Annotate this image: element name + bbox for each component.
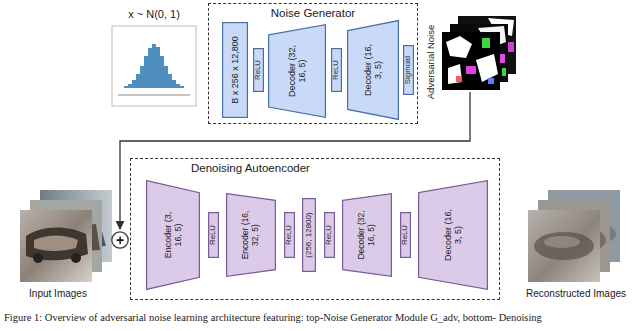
box-outline — [284, 212, 294, 257]
layer-label: ReLU — [400, 224, 409, 244]
trapezoid-outline — [342, 193, 391, 276]
layer-box: Sigmoid — [403, 45, 414, 95]
histogram-bars — [124, 44, 184, 88]
trapezoid-outline — [268, 24, 325, 117]
layer-label: Decoder (16, 3, 5) — [442, 207, 463, 263]
layer-label: ReLU — [331, 59, 340, 79]
box-outline — [400, 212, 410, 257]
layer-trapezoid: Decoder (32, 16, 5) — [342, 193, 392, 277]
operator-symbol: + — [116, 232, 124, 248]
noise-images — [442, 16, 516, 90]
layer-box: ReLU — [324, 212, 335, 258]
circle-outline — [112, 232, 128, 248]
layer-label: ReLU — [284, 224, 293, 244]
input-images — [20, 190, 112, 282]
histogram-frame — [112, 26, 196, 106]
sum-circle: + — [111, 231, 129, 249]
box-outline — [331, 48, 341, 91]
box-outline — [208, 212, 218, 257]
layer-label: ReLU — [208, 224, 217, 244]
box-outline — [302, 198, 315, 271]
layer-label: B x 256 x 12,800 — [229, 36, 239, 104]
layer-box: ReLU — [400, 212, 411, 258]
layer-label: Decoder (32, 16, 5) — [357, 209, 377, 261]
box-outline — [403, 45, 413, 94]
module-box: Denoising AutoencoderEncoder (3, 16, 5) R… — [130, 158, 500, 300]
layer-trapezoid: Decoder (16, 3, 5) — [347, 20, 399, 120]
layer-label: Encoder (16, 32, 5) — [241, 209, 261, 261]
box-outline — [222, 22, 247, 117]
layer-label: Encoder (3, 16, 5) — [162, 207, 183, 263]
module-box: Noise Generator B x 256 x 12,800 ReLU Decod… — [208, 3, 418, 124]
layer-box: (256, 12800) — [302, 198, 316, 272]
box-outline — [253, 48, 263, 91]
layer-label: Sigmoid — [403, 55, 412, 83]
histogram — [112, 26, 196, 106]
layer-box: ReLU — [331, 48, 342, 92]
module-title: Noise Generator — [209, 4, 417, 20]
layer-box: ReLU — [284, 212, 295, 258]
figure-caption: Figure 1: Overview of adversarial noise … — [4, 312, 542, 323]
layer-label: ReLU — [253, 59, 262, 79]
layer-trapezoid: Encoder (3, 16, 5) — [146, 180, 200, 290]
image-label: Reconstructed Images — [526, 288, 626, 299]
image-label: Input Images — [29, 288, 87, 299]
vertical-label: Adversarial Noise — [425, 25, 436, 99]
layer-label: Decoder (32, 16, 5) — [286, 43, 307, 99]
trapezoid-outline — [146, 180, 199, 289]
box-outline — [324, 212, 334, 257]
module-title: Denoising Autoencoder — [131, 159, 499, 175]
layer-label: ReLU — [324, 224, 333, 244]
layer-label: Decoder (16, 3, 5) — [362, 42, 383, 98]
reconstructed-images — [528, 190, 620, 282]
histogram-axis — [118, 95, 190, 96]
layer-box: ReLU — [253, 48, 264, 92]
layer-box: B x 256 x 12,800 — [222, 22, 248, 118]
layer-label: (256, 12800) — [304, 212, 313, 257]
image-label: x ~ N(0, 1) — [128, 8, 180, 20]
layer-trapezoid: Decoder (32, 16, 5) — [268, 24, 326, 118]
layer-trapezoid: Encoder (16, 32, 5) — [226, 193, 276, 277]
layer-trapezoid: Decoder (16, 3, 5) — [418, 180, 488, 290]
trapezoid-outline — [226, 193, 275, 276]
trapezoid-outline — [418, 180, 487, 289]
layer-box: ReLU — [208, 212, 219, 258]
trapezoid-outline — [347, 20, 398, 119]
